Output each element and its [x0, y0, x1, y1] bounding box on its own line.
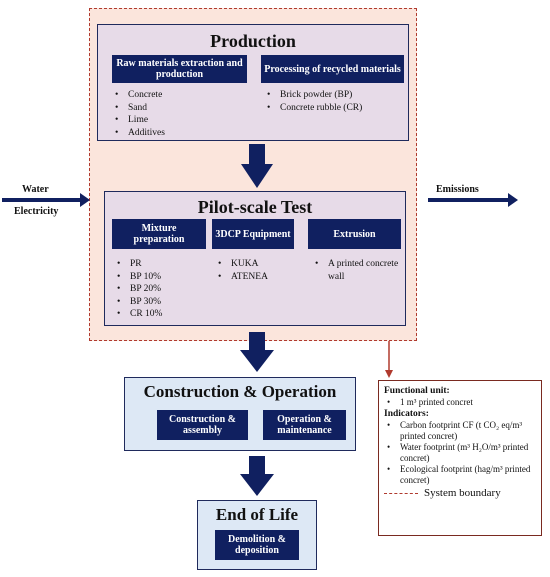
boundary-legend-label: System boundary — [424, 487, 501, 499]
raw-materials-header: Raw materials extraction and production — [112, 55, 247, 83]
boundary-legend: System boundary — [384, 488, 536, 499]
list-item: CR 10% — [115, 308, 162, 321]
emissions-label: Emissions — [436, 184, 479, 195]
construction-title: Construction & Operation — [143, 382, 337, 401]
list-item: PR — [115, 258, 162, 271]
electricity-label: Electricity — [14, 206, 59, 217]
legend-box: Functional unit: 1 m³ printed concret In… — [378, 380, 542, 536]
list-item: Water footprint (m³ H₂O/m³ printed concr… — [384, 442, 536, 464]
list-item: BP 30% — [115, 296, 162, 309]
extrusion-header: Extrusion — [308, 219, 401, 249]
construction-assembly-box: Construction & assembly — [157, 410, 248, 440]
list-item: Additives — [113, 127, 165, 140]
operation-maintenance-box: Operation & maintenance — [263, 410, 346, 440]
mixture-preparation-header: Mixture preparation — [112, 219, 206, 249]
down-arrow-icon — [385, 370, 393, 378]
list-item: Concrete — [113, 89, 165, 102]
list-item: BP 10% — [115, 271, 162, 284]
recycled-materials-header: Processing of recycled materials — [261, 55, 404, 83]
list-item: A printed concrete wall — [313, 258, 401, 283]
right-arrow-icon — [428, 193, 518, 207]
extrusion-list: A printed concrete wall — [313, 258, 401, 283]
recycled-materials-list: Brick powder (BP) Concrete rubble (CR) — [265, 89, 362, 114]
equipment-list: KUKA ATENEA — [216, 258, 268, 283]
list-item: Lime — [113, 114, 165, 127]
demolition-deposition-box: Demolition & deposition — [215, 530, 299, 560]
down-arrow-icon — [240, 332, 274, 372]
list-item: KUKA — [216, 258, 268, 271]
list-item: Concrete rubble (CR) — [265, 102, 362, 115]
pilot-test-title: Pilot-scale Test — [197, 197, 313, 217]
functional-unit-label: Functional unit: — [384, 386, 450, 396]
3dcp-equipment-header: 3DCP Equipment — [212, 219, 294, 249]
down-arrow-icon — [241, 144, 273, 188]
list-item: Carbon footprint CF (t CO₂ eq/m³ printed… — [384, 420, 536, 442]
functional-unit-list: 1 m³ printed concret — [384, 397, 536, 408]
indicators-list: Carbon footprint CF (t CO₂ eq/m³ printed… — [384, 420, 536, 486]
end-of-life-title: End of Life — [215, 505, 299, 524]
production-title: Production — [210, 31, 296, 51]
list-item: Sand — [113, 102, 165, 115]
down-arrow-icon — [240, 456, 274, 496]
indicators-label: Indicators: — [384, 409, 429, 419]
list-item: Ecological footprint (hag/m³ printed con… — [384, 464, 536, 486]
list-item: ATENEA — [216, 271, 268, 284]
water-label: Water — [22, 184, 49, 195]
list-item: Brick powder (BP) — [265, 89, 362, 102]
right-arrow-icon — [2, 193, 90, 207]
list-item: BP 20% — [115, 283, 162, 296]
raw-materials-list: Concrete Sand Lime Additives — [113, 89, 165, 139]
list-item: 1 m³ printed concret — [384, 397, 536, 408]
mixture-list: PR BP 10% BP 20% BP 30% CR 10% — [115, 258, 162, 321]
dashed-line-icon — [384, 493, 418, 494]
